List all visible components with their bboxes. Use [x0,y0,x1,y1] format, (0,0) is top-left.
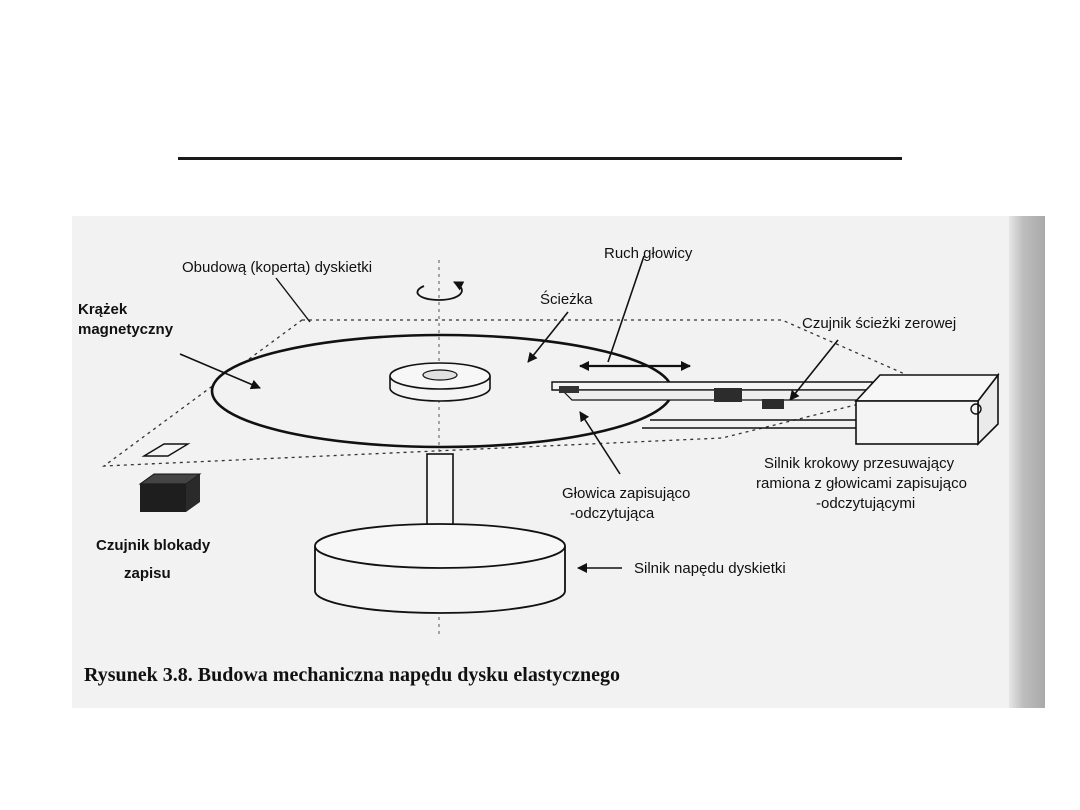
zero-track-sensor [762,399,784,409]
zero-track-pointer [789,339,839,401]
label-zero-track-sensor: Czujnik ścieżki zerowej [802,315,956,332]
stepper-motor-top [854,374,1000,402]
disk-pointer [179,353,261,390]
label-rw-head-line1: Głowica zapisująco [562,485,690,502]
label-housing: Obudową (koperta) dyskietki [182,259,372,276]
label-head-motion: Ruch głowicy [604,245,693,262]
floppy-drive-diagram: Obudową (koperta) dyskietki Ruch głowicy… [78,245,1000,636]
write-protect-sensor-front [140,484,186,512]
spindle-shaft [426,453,454,535]
housing-outline [101,319,935,467]
stepper-motor-shaft-hole [970,403,982,415]
housing-pointer [275,277,311,323]
label-write-protect-line2: zapisu [124,565,171,582]
label-rw-head-line2: -odczytująca [570,505,655,522]
label-drive-motor: Silnik napędu dyskietki [634,560,786,577]
label-track: Ścieżka [540,290,593,308]
stepper-motor-front [855,400,979,445]
title-underline [178,157,902,160]
scanned-figure: Obudową (koperta) dyskietki Ruch głowicy… [72,216,1045,708]
label-disk-line1: Krążek [78,301,128,318]
rw-head-pointer [579,411,621,475]
label-stepper-line2: ramiona z głowicami zapisująco [756,475,967,492]
figure-caption: Rysunek 3.8. Budowa mechaniczna napędu d… [84,664,621,686]
label-disk-line2: magnetyczny [78,321,174,338]
head-motion-pointer [607,255,645,363]
rw-head [559,386,579,393]
scan-page-edge [1009,216,1045,708]
head-carriage-block [714,388,742,402]
write-protect-window [141,443,191,457]
track-pointer [527,311,569,363]
write-protect-sensor-side [186,474,200,512]
label-stepper-line1: Silnik krokowy przesuwający [764,455,955,472]
drive-motor-top [314,523,566,569]
rotation-arrow-icon [416,281,465,301]
head-arm-upper [551,381,873,391]
label-stepper-line3: -odczytującymi [816,495,915,512]
label-write-protect-line1: Czujnik blokady [96,537,211,554]
spindle-hub-hole [422,369,458,381]
